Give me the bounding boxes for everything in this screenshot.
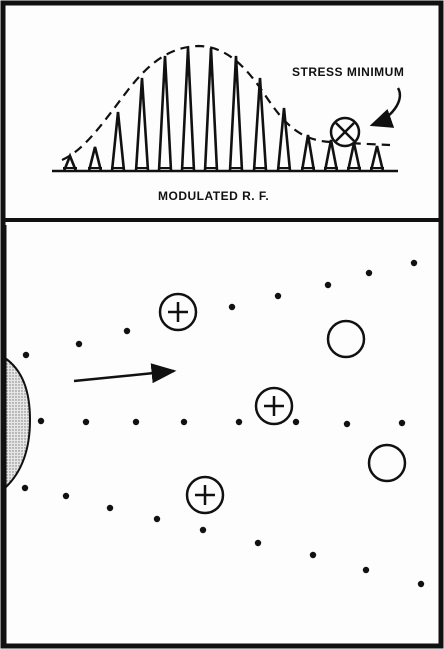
particle-dot	[38, 418, 44, 424]
top-panel: STRESS MINIMUM MODULATED R. F.	[52, 46, 404, 203]
particle-dot	[236, 419, 242, 425]
carrier-spike	[278, 108, 290, 171]
particle-dot	[275, 293, 281, 299]
bottom-panel	[5, 225, 424, 646]
particle-dot	[310, 552, 316, 558]
carrier-spike	[159, 56, 171, 171]
particle-dots	[22, 260, 424, 587]
outer-frame	[3, 3, 441, 646]
open-circle-1	[328, 321, 364, 357]
particle-dot	[255, 540, 261, 546]
stress-minimum-marker	[331, 118, 359, 146]
open-circle-2	[369, 445, 405, 481]
particle-dot	[124, 328, 130, 334]
stress-minimum-pointer-arrow	[372, 88, 400, 125]
stippled-boundary	[5, 358, 30, 488]
particle-dot	[344, 421, 350, 427]
particle-dot	[181, 419, 187, 425]
plus-circle-2	[256, 388, 292, 424]
particle-dot	[363, 567, 369, 573]
particle-dot	[22, 485, 28, 491]
stress-minimum-label: STRESS MINIMUM	[292, 65, 404, 79]
particle-dot	[325, 282, 331, 288]
carrier-spike	[325, 140, 337, 171]
carrier-spike	[205, 48, 217, 171]
plus-circle-1	[160, 294, 196, 330]
modulated-rf-caption: MODULATED R. F.	[158, 189, 269, 203]
carrier-spike	[182, 48, 194, 171]
plus-circle-3	[187, 477, 223, 513]
particle-dot	[107, 505, 113, 511]
carrier-spike	[348, 143, 360, 171]
carrier-spike	[254, 78, 266, 171]
particle-dot	[76, 341, 82, 347]
particle-dot	[154, 516, 160, 522]
particle-dot	[133, 419, 139, 425]
carrier-spike	[136, 78, 148, 171]
carrier-spike	[112, 112, 124, 171]
particle-dot	[366, 270, 372, 276]
motion-arrow	[74, 371, 174, 381]
carrier-spike	[302, 135, 314, 171]
particle-dot	[23, 352, 29, 358]
particle-dot	[399, 420, 405, 426]
particle-dot	[63, 493, 69, 499]
particle-dot	[411, 260, 417, 266]
particle-dot	[418, 581, 424, 587]
particle-dot	[200, 527, 206, 533]
particle-dot	[293, 419, 299, 425]
carrier-spike	[230, 56, 242, 171]
particle-dot	[229, 304, 235, 310]
particle-dot	[83, 419, 89, 425]
